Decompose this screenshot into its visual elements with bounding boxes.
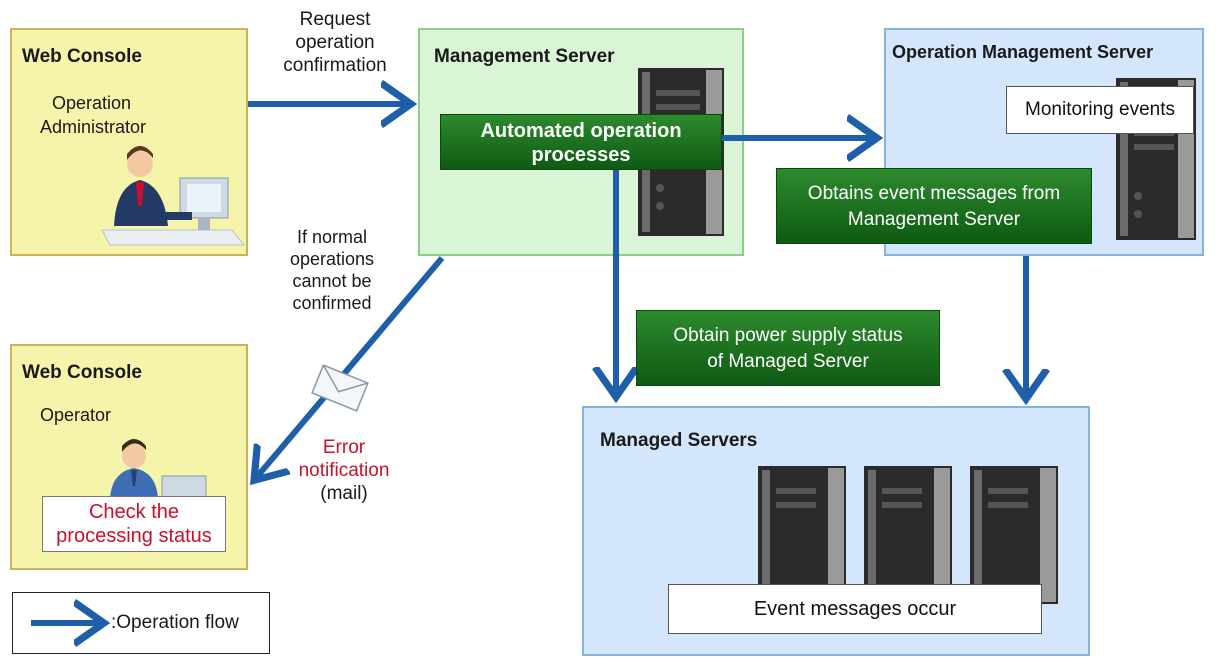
error-line1: Error [322, 437, 366, 458]
automated-process-line1: Automated operation [480, 120, 682, 142]
legend-label: :Operation flow [111, 612, 239, 633]
if-normal-line1: If normal [296, 227, 368, 247]
error-line3: (mail) [320, 483, 368, 504]
web-console-admin-title: Web Console [22, 46, 142, 67]
if-normal-line3: cannot be [292, 271, 372, 291]
automated-operation-processes-box: Automated operation processes [440, 114, 722, 170]
obtains-event-messages-box: Obtains event messages from Management S… [776, 168, 1092, 244]
request-line2: operation [295, 32, 375, 53]
web-console-operator-title: Web Console [22, 362, 142, 383]
request-line3: confirmation [283, 55, 387, 76]
event-messages-occur-label: Event messages occur [668, 584, 1042, 634]
monitoring-events-label: Monitoring events [1006, 86, 1194, 134]
check-processing-status-label: Check the processing status [42, 496, 226, 552]
obtain-power-line1: Obtain power supply status [673, 325, 903, 346]
management-server-title: Management Server [434, 46, 615, 67]
mail-envelope-icon [311, 364, 369, 412]
operator-role: Operator [40, 405, 112, 425]
operator-at-desk-icon [110, 439, 207, 499]
request-operation-confirmation-label: Request operation confirmation [250, 8, 420, 77]
error-line2: notification [298, 460, 390, 481]
error-notification-arrow [256, 256, 445, 478]
check-status-line1: Check the [88, 501, 180, 523]
legend-arrow-icon [31, 593, 123, 653]
web-console-admin-panel: Web Console Operation Administrator [10, 28, 248, 256]
obtain-power-line2: of Managed Server [707, 351, 869, 372]
request-line1: Request [299, 9, 371, 30]
obtains-events-line1: Obtains event messages from [807, 183, 1061, 204]
admin-role-line1: Operation [52, 93, 132, 113]
administrator-at-desk-icon [101, 146, 246, 246]
automated-process-line2: processes [531, 144, 631, 166]
obtains-events-line2: Management Server [847, 209, 1021, 230]
if-normal-line2: operations [289, 249, 375, 269]
web-console-operator-panel: Web Console Operator Check the processin… [10, 344, 248, 570]
admin-role-line2: Administrator [40, 117, 147, 137]
obtain-power-supply-status-box: Obtain power supply status of Managed Se… [636, 310, 940, 386]
check-status-line2: processing status [56, 525, 212, 547]
if-normal-operations-label: If normal operations cannot be confirmed [268, 226, 396, 314]
if-normal-line4: confirmed [292, 293, 372, 313]
legend: :Operation flow [12, 592, 270, 654]
server-towers-icon [758, 466, 1058, 604]
error-notification-label: Error notification (mail) [282, 436, 406, 505]
operation-management-server-title: Operation Management Server [892, 42, 1154, 62]
managed-servers-title: Managed Servers [600, 430, 758, 451]
